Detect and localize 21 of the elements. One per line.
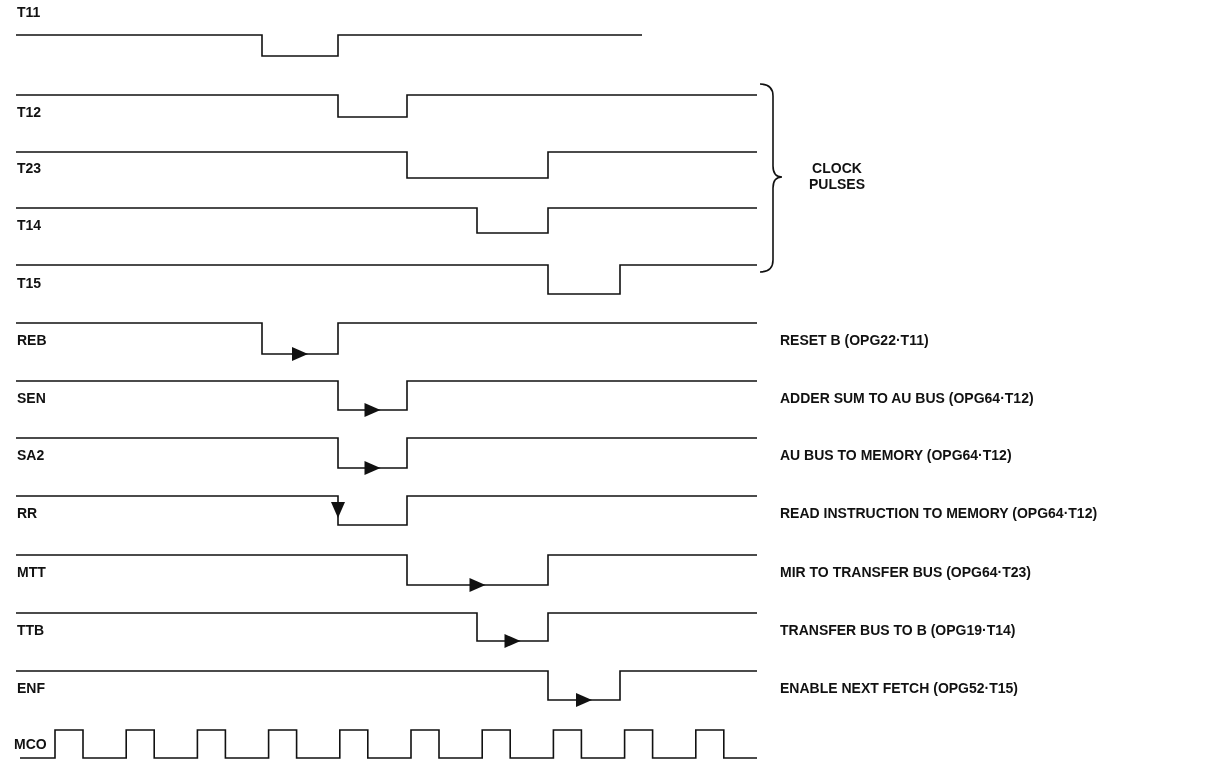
signal-name: T15 bbox=[17, 275, 42, 291]
signal-description: RESET B (OPG22·T11) bbox=[780, 332, 929, 348]
signal-name: ENF bbox=[17, 680, 45, 696]
signal-name: RR bbox=[17, 505, 38, 521]
signal-description: READ INSTRUCTION TO MEMORY (OPG64·T12) bbox=[780, 505, 1098, 521]
signal-name: T11 bbox=[17, 4, 41, 20]
signal-name: SA2 bbox=[17, 447, 45, 463]
signal-name: T23 bbox=[17, 160, 42, 176]
signal-name: T14 bbox=[17, 217, 42, 233]
signal-name: T12 bbox=[17, 104, 42, 120]
signal-description: AU BUS TO MEMORY (OPG64·T12) bbox=[780, 447, 1012, 463]
signal-name: REB bbox=[17, 332, 47, 348]
signal-description: TRANSFER BUS TO B (OPG19·T14) bbox=[780, 622, 1016, 638]
signal-description: ADDER SUM TO AU BUS (OPG64·T12) bbox=[780, 390, 1034, 406]
signal-description: ENABLE NEXT FETCH (OPG52·T15) bbox=[780, 680, 1019, 696]
signal-name: MCO bbox=[14, 736, 47, 752]
clock-pulses-label: CLOCK PULSES bbox=[808, 160, 866, 192]
signal-name: MTT bbox=[17, 564, 46, 580]
signal-name: TTB bbox=[17, 622, 45, 638]
signal-name: SEN bbox=[17, 390, 46, 406]
signal-description: MIR TO TRANSFER BUS (OPG64·T23) bbox=[780, 564, 1031, 580]
